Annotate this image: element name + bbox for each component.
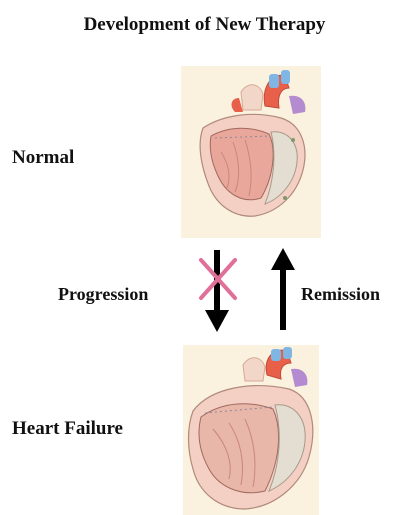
heart-failure-label: Heart Failure <box>12 418 123 440</box>
normal-label: Normal <box>12 147 74 169</box>
remission-arrow <box>271 248 295 330</box>
progression-label: Progression <box>58 284 148 305</box>
remission-label: Remission <box>301 284 380 305</box>
transition-arrows <box>195 246 305 334</box>
figure-title: Development of New Therapy <box>0 14 409 36</box>
normal-heart-illustration <box>181 66 321 238</box>
failing-heart-illustration <box>183 345 319 515</box>
